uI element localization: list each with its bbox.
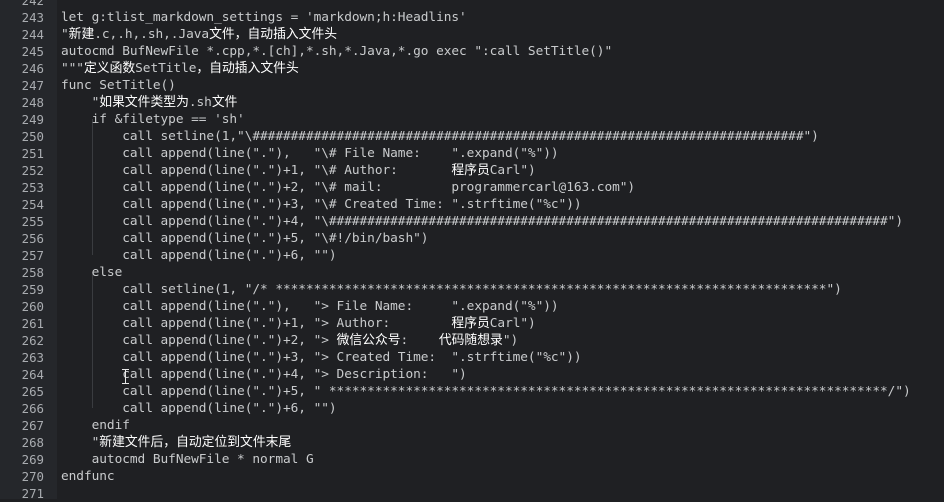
- line-number: 246: [21, 61, 44, 76]
- line-number: 259: [21, 282, 44, 297]
- line-text: call append(line(".")+5, " *************…: [61, 384, 911, 399]
- indent-guide: [92, 119, 93, 255]
- line-number: 262: [21, 333, 44, 348]
- line-number: 254: [21, 197, 44, 212]
- line-number: 252: [21, 163, 44, 178]
- line-number: 243: [21, 10, 44, 25]
- line-text: else: [61, 265, 123, 280]
- line-number: 265: [21, 384, 44, 399]
- code-line[interactable]: 243 let g:tlist_markdown_settings = 'mark…: [0, 9, 944, 26]
- code-line[interactable]: 261 call append(line(".")+1, "> Author: …: [0, 315, 944, 332]
- line-text: call setline(1, "/* ********************…: [61, 282, 842, 297]
- line-number: 242: [21, 0, 44, 8]
- line-text: func SetTitle(): [61, 78, 176, 93]
- code-line[interactable]: 267 endif: [0, 417, 944, 434]
- code-line[interactable]: 242: [0, 0, 944, 9]
- line-number: 266: [21, 401, 44, 416]
- line-text: autocmd BufNewFile * normal G: [61, 452, 314, 467]
- code-line[interactable]: 255 call append(line(".")+4, "\#########…: [0, 213, 944, 230]
- code-line[interactable]: 260 call append(line("."), "> File Name:…: [0, 298, 944, 315]
- code-line[interactable]: 245 autocmd BufNewFile *.cpp,*.[ch],*.sh,…: [0, 43, 944, 60]
- line-text: """定义函数SetTitle，自动插入文件头: [61, 61, 299, 76]
- line-text: "新建文件后，自动定位到文件末尾: [61, 435, 292, 450]
- line-number-gutter: [0, 0, 57, 499]
- line-number: 261: [21, 316, 44, 331]
- code-line[interactable]: 268 "新建文件后，自动定位到文件末尾: [0, 434, 944, 451]
- line-text: call append(line(".")+2, "\# mail: progr…: [61, 180, 636, 195]
- code-line[interactable]: 259 call setline(1, "/* ****************…: [0, 281, 944, 298]
- line-text: call append(line("."), "\# File Name: ".…: [61, 146, 559, 161]
- line-text: call append(line(".")+4, "\#############…: [61, 214, 903, 229]
- code-line[interactable]: 256 call append(line(".")+5, "\#!/bin/ba…: [0, 230, 944, 247]
- line-text: "如果文件类型为.sh文件: [61, 95, 238, 110]
- line-text: call append(line(".")+1, "\# Author: 程序员…: [61, 163, 536, 178]
- line-text: call append(line(".")+5, "\#!/bin/bash"): [61, 231, 429, 246]
- code-line[interactable]: 253 call append(line(".")+2, "\# mail: p…: [0, 179, 944, 196]
- code-line[interactable]: 266 call append(line(".")+6, ""): [0, 400, 944, 417]
- line-text: call append(line(".")+3, "\# Created Tim…: [61, 197, 582, 212]
- line-number: 248: [21, 95, 44, 110]
- line-number: 268: [21, 435, 44, 450]
- line-number: 255: [21, 214, 44, 229]
- line-text: endfunc: [61, 469, 115, 484]
- line-number: 244: [21, 27, 44, 42]
- code-line[interactable]: 263 call append(line(".")+3, "> Created …: [0, 349, 944, 366]
- code-line[interactable]: 264 call append(line(".")+4, "> Descript…: [0, 366, 944, 383]
- line-text: call append(line(".")+2, "> 微信公众号: 代码随想录…: [61, 333, 519, 348]
- line-text: let g:tlist_markdown_settings = 'markdow…: [61, 10, 467, 25]
- code-line[interactable]: 246 """定义函数SetTitle，自动插入文件头: [0, 60, 944, 77]
- line-text: call setline(1,"\#######################…: [61, 129, 819, 144]
- line-text: call append(line(".")+6, ""): [61, 248, 337, 263]
- line-number: 256: [21, 231, 44, 246]
- code-line[interactable]: 265 call append(line(".")+5, " *********…: [0, 383, 944, 400]
- code-line[interactable]: 258 else: [0, 264, 944, 281]
- code-line[interactable]: 269 autocmd BufNewFile * normal G: [0, 451, 944, 468]
- line-text: call append(line(".")+6, ""): [61, 401, 337, 416]
- line-text: call append(line(".")+4, "> Description:…: [61, 367, 467, 382]
- line-number: 263: [21, 350, 44, 365]
- code-line[interactable]: 249 if &filetype == 'sh': [0, 111, 944, 128]
- line-number: 253: [21, 180, 44, 195]
- line-number: 257: [21, 248, 44, 263]
- code-line[interactable]: 254 call append(line(".")+3, "\# Created…: [0, 196, 944, 213]
- line-text: if &filetype == 'sh': [61, 112, 245, 127]
- indent-guide: [92, 272, 93, 408]
- line-text: autocmd BufNewFile *.cpp,*.[ch],*.sh,*.J…: [61, 44, 613, 59]
- code-line[interactable]: 248 "如果文件类型为.sh文件: [0, 94, 944, 111]
- line-number: 251: [21, 146, 44, 161]
- line-text: call append(line("."), "> File Name: ".e…: [61, 299, 559, 314]
- line-text: call append(line(".")+1, "> Author: 程序员C…: [61, 316, 536, 331]
- code-line[interactable]: 244 "新建.c,.h,.sh,.Java文件，自动插入文件头: [0, 26, 944, 43]
- line-number: 249: [21, 112, 44, 127]
- line-number: 267: [21, 418, 44, 433]
- code-line[interactable]: 250 call setline(1,"\###################…: [0, 128, 944, 145]
- line-text: call append(line(".")+3, "> Created Time…: [61, 350, 582, 365]
- code-line[interactable]: 252 call append(line(".")+1, "\# Author:…: [0, 162, 944, 179]
- code-line[interactable]: 247 func SetTitle(): [0, 77, 944, 94]
- line-number: 258: [21, 265, 44, 280]
- line-number: 247: [21, 78, 44, 93]
- line-number: 269: [21, 452, 44, 467]
- line-number: 260: [21, 299, 44, 314]
- code-line[interactable]: 270 endfunc: [0, 468, 944, 485]
- code-line[interactable]: 257 call append(line(".")+6, ""): [0, 247, 944, 264]
- line-number: 270: [21, 469, 44, 484]
- line-number: 271: [21, 486, 44, 501]
- line-text: "新建.c,.h,.sh,.Java文件，自动插入文件头: [61, 27, 338, 42]
- code-line[interactable]: 271: [0, 485, 944, 502]
- text-cursor-ibeam-icon: [122, 368, 129, 385]
- line-number: 250: [21, 129, 44, 144]
- code-line[interactable]: 251 call append(line("."), "\# File Name…: [0, 145, 944, 162]
- line-number: 245: [21, 44, 44, 59]
- code-line[interactable]: 262 call append(line(".")+2, "> 微信公众号: 代…: [0, 332, 944, 349]
- line-text: endif: [61, 418, 130, 433]
- line-number: 264: [21, 367, 44, 382]
